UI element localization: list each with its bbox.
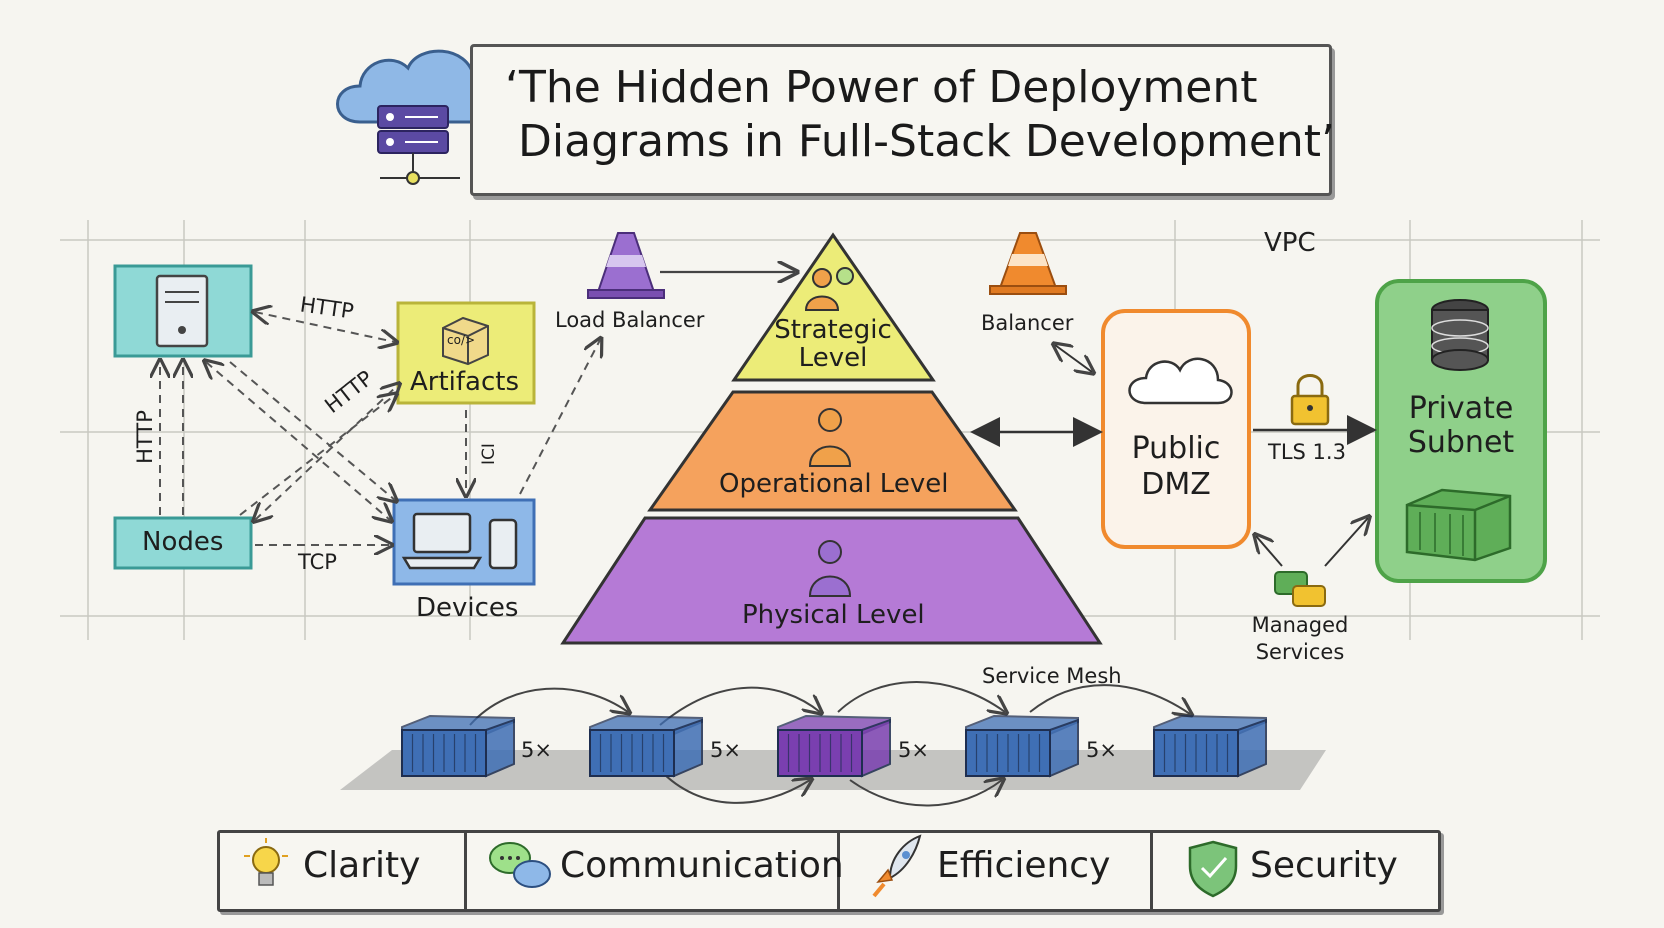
tls-label: TLS 1.3	[1268, 440, 1346, 464]
traffic-cone-icon	[587, 232, 665, 299]
cloud-icon	[1128, 357, 1233, 405]
benefit-communication: Communication	[560, 845, 844, 886]
code-box-icon	[442, 316, 489, 366]
title-box	[470, 44, 1332, 196]
balancer-label: Balancer	[981, 311, 1074, 335]
benefits-divider	[1150, 833, 1153, 909]
strategist-icon	[804, 267, 854, 311]
server-node-box	[113, 264, 253, 358]
physical-level-label: Physical Level	[742, 600, 925, 630]
laptop-phone-icon	[401, 512, 518, 570]
mesh-multiplier-2: 5×	[710, 738, 741, 762]
edge-label-http-vertical: HTTP	[132, 410, 157, 464]
worker-icon	[808, 408, 852, 467]
devices-box	[392, 498, 536, 586]
traffic-cone-icon	[989, 232, 1067, 295]
public-dmz-label: Public DMZ	[1131, 431, 1221, 502]
container-icon	[1405, 488, 1512, 562]
chat-bubbles-icon	[1274, 571, 1326, 607]
edge-label-vertical-small: ICI	[478, 443, 499, 465]
strategic-level-label: Strategic Level	[774, 315, 892, 373]
database-icon	[1431, 299, 1489, 371]
service-container	[589, 714, 703, 778]
managed-services-label: Managed Services	[1251, 613, 1349, 664]
service-mesh-label: Service Mesh	[982, 664, 1122, 688]
service-container	[965, 714, 1079, 778]
benefit-efficiency: Efficiency	[937, 845, 1111, 886]
edge-label-tcp: TCP	[298, 550, 337, 574]
nodes-box	[113, 516, 253, 570]
benefits-divider	[837, 833, 840, 909]
nodes-label: Nodes	[142, 527, 224, 557]
benefits-divider	[464, 833, 467, 909]
server-tower-icon	[155, 274, 209, 348]
operational-level-label: Operational Level	[719, 469, 949, 499]
page-title-line-2: Diagrams in Full-Stack Development’	[518, 116, 1336, 167]
artifacts-label: Artifacts	[410, 367, 520, 397]
benefit-security: Security	[1250, 845, 1398, 886]
mesh-multiplier-3: 5×	[898, 738, 929, 762]
devices-label: Devices	[416, 593, 519, 623]
page-title-line-1: ‘The Hidden Power of Deployment	[505, 62, 1258, 113]
artifacts-box	[396, 301, 536, 405]
mesh-multiplier-4: 5×	[1086, 738, 1117, 762]
pyramid	[560, 232, 1103, 645]
padlock-icon	[1290, 374, 1330, 426]
mesh-multiplier-1: 5×	[521, 738, 552, 762]
load-balancer-label: Load Balancer	[555, 308, 705, 332]
private-subnet-label: Private Subnet	[1407, 391, 1515, 460]
service-container	[777, 714, 891, 778]
service-container	[401, 714, 515, 778]
benefit-clarity: Clarity	[303, 845, 421, 886]
vpc-label: VPC	[1264, 228, 1316, 258]
technician-icon	[808, 540, 852, 597]
artifact-code-label: co/>	[447, 333, 476, 347]
service-container	[1153, 714, 1267, 778]
